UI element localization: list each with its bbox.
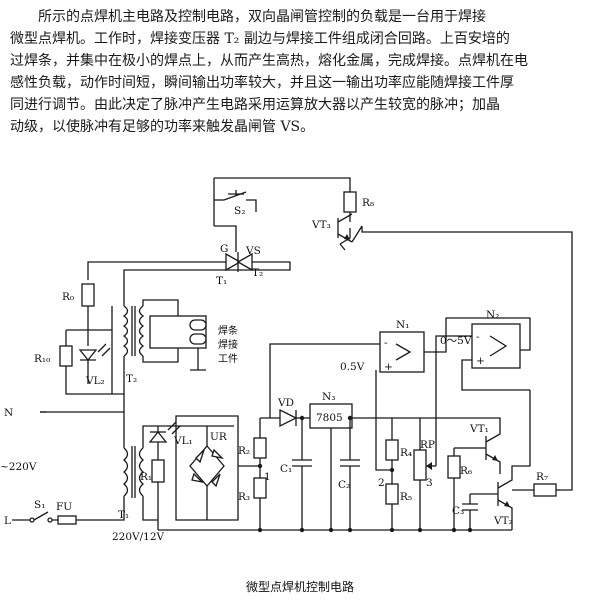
divider-r4-r5: R₄ R₅ 2 [375,370,412,530]
g-label: G [220,243,228,255]
transformer-t2: T₂ [122,299,179,385]
paragraph-line: 动级，以使脉冲有足够的功率来触发晶闸管 VS。 [10,119,315,135]
figure-caption: 微型点焊机控制电路 [245,580,354,594]
c1-label: C₁ [280,463,292,475]
mains-label: ~220V [0,461,37,473]
n1-label: N₁ [396,319,409,331]
led-vl2: VL₂ [78,318,111,387]
rp-label: RP [420,439,435,451]
n2-minus: - [476,331,480,343]
capacitor-c3: C₃ [452,494,478,530]
node-3-label: 3 [426,477,433,489]
vt1-label: VT₁ [469,423,489,435]
t2-top-label: T₂ [252,267,263,279]
fu-label: FU [56,501,72,513]
resistor-r10: R₁₀ [34,345,73,367]
switch-s2: S₂ [214,190,257,217]
r8-label: R₈ [362,197,374,209]
ground-rail [157,520,512,533]
c3-label: C₃ [452,505,464,517]
resistor-r8: R₈ [343,191,374,213]
welding-workpiece: 焊条 焊接 工件 [149,315,238,371]
node-1-label: 1 [264,471,271,483]
ur-label: UR [210,431,228,443]
r7-label: R₇ [536,471,548,483]
r10-label: R₁₀ [34,353,50,365]
capacitor-c1: C₁ [280,415,312,530]
r6-label: R₆ [460,465,472,477]
transistor-vt3: VT₃ [311,212,363,243]
potentiometer-rp: RP 3 [413,335,472,530]
c2-label: C₂ [338,479,350,491]
node-2-label: 2 [378,477,385,489]
n3-label: N₃ [322,391,335,403]
primary-wiring [40,261,291,413]
l-label: L [4,515,11,527]
r1-label: R₁ [140,471,152,483]
s1-label: S₁ [34,499,45,511]
transistor-vt2: VT₂ [470,472,513,530]
capacitor-c2: C₂ [338,415,360,530]
work-label-1: 焊条 [218,324,238,337]
n2-label: N₂ [486,309,499,321]
work-label-2: 焊接 [218,338,238,351]
s2-label: S₂ [234,205,245,217]
paragraph-line: 同进行调节。由此决定了脉冲产生电路采用运算放大器以产生较宽的脉冲；加晶 [10,97,500,113]
vl2-label: VL₂ [85,375,105,387]
vt2-label: VT₂ [493,515,513,527]
paragraph-line: 感性负载，动作时间短，瞬间输出功率较大，并且这一输出功率应能随焊接工件厚 [10,75,514,91]
mains-input: N ~220V L S₁ FU [0,407,125,527]
vs-label: VS [245,245,261,257]
diode-vd: VD [260,397,310,428]
vd-label: VD [277,397,294,409]
paragraph-line: 过焊条，并集中在极小的焊点上，从而产生高热，熔化金属，完成焊接。点焊机在电 [10,53,528,69]
n2-plus: + [476,355,485,367]
t1-label: T₁ [118,509,129,521]
opamp-n1: - + N₁ 0.5V [269,317,531,418]
n-label: N [4,407,13,419]
t2-label: T₂ [126,373,137,385]
led-vl1: VL₁ [148,421,193,456]
r3-label: R₃ [238,491,250,503]
vt3-label: VT₃ [311,219,331,231]
resistor-r1: R₁ [140,456,165,520]
n1-minus: - [384,337,388,349]
v-ref-label: 0.5V [340,361,365,373]
v-range-label: 0～5V [440,335,472,347]
reg-label: 7805 [316,412,343,424]
r0-label: R₀ [62,291,74,303]
triac-vs: G VS T₁ T₂ [206,243,272,287]
divider-r2-r3: R₂ R₃ 1 [238,418,271,530]
r5-label: R₅ [400,491,412,503]
vl1-label: VL₁ [173,435,193,447]
resistor-r6: R₆ [447,447,472,530]
paragraph-line: 微型点焊机。工作时，焊接变压器 T₂ 副边与焊接工件组成闭合回路。上百安培的 [10,31,510,47]
bridge-rectifier-ur: UR [175,415,260,521]
top-loop [213,177,573,491]
transformer-ratio-label: 220V/12V [112,531,165,543]
regulator-n3: 7805 N₃ [309,391,420,530]
r4-label: R₄ [400,447,412,459]
paragraph-line: 所示的点焊机主电路及控制电路，双向晶闸管控制的负载是一台用于焊接 [38,9,486,25]
t1-top-label: T₁ [216,275,227,287]
description-paragraph: 所示的点焊机主电路及控制电路，双向晶闸管控制的负载是一台用于焊接 微型点焊机。工… [10,6,596,138]
work-label-3: 工件 [218,353,238,365]
opamp-n2: - + N₂ 0～5V [440,309,530,391]
resistor-r7: R₇ [511,390,560,497]
resistor-r0: R₀ [62,283,95,307]
n1-plus: + [384,361,393,373]
r2-label: R₂ [238,445,250,457]
transformer-t1: T₁ 220V/12V [112,412,234,543]
transistor-vt1: VT₁ [420,417,501,474]
